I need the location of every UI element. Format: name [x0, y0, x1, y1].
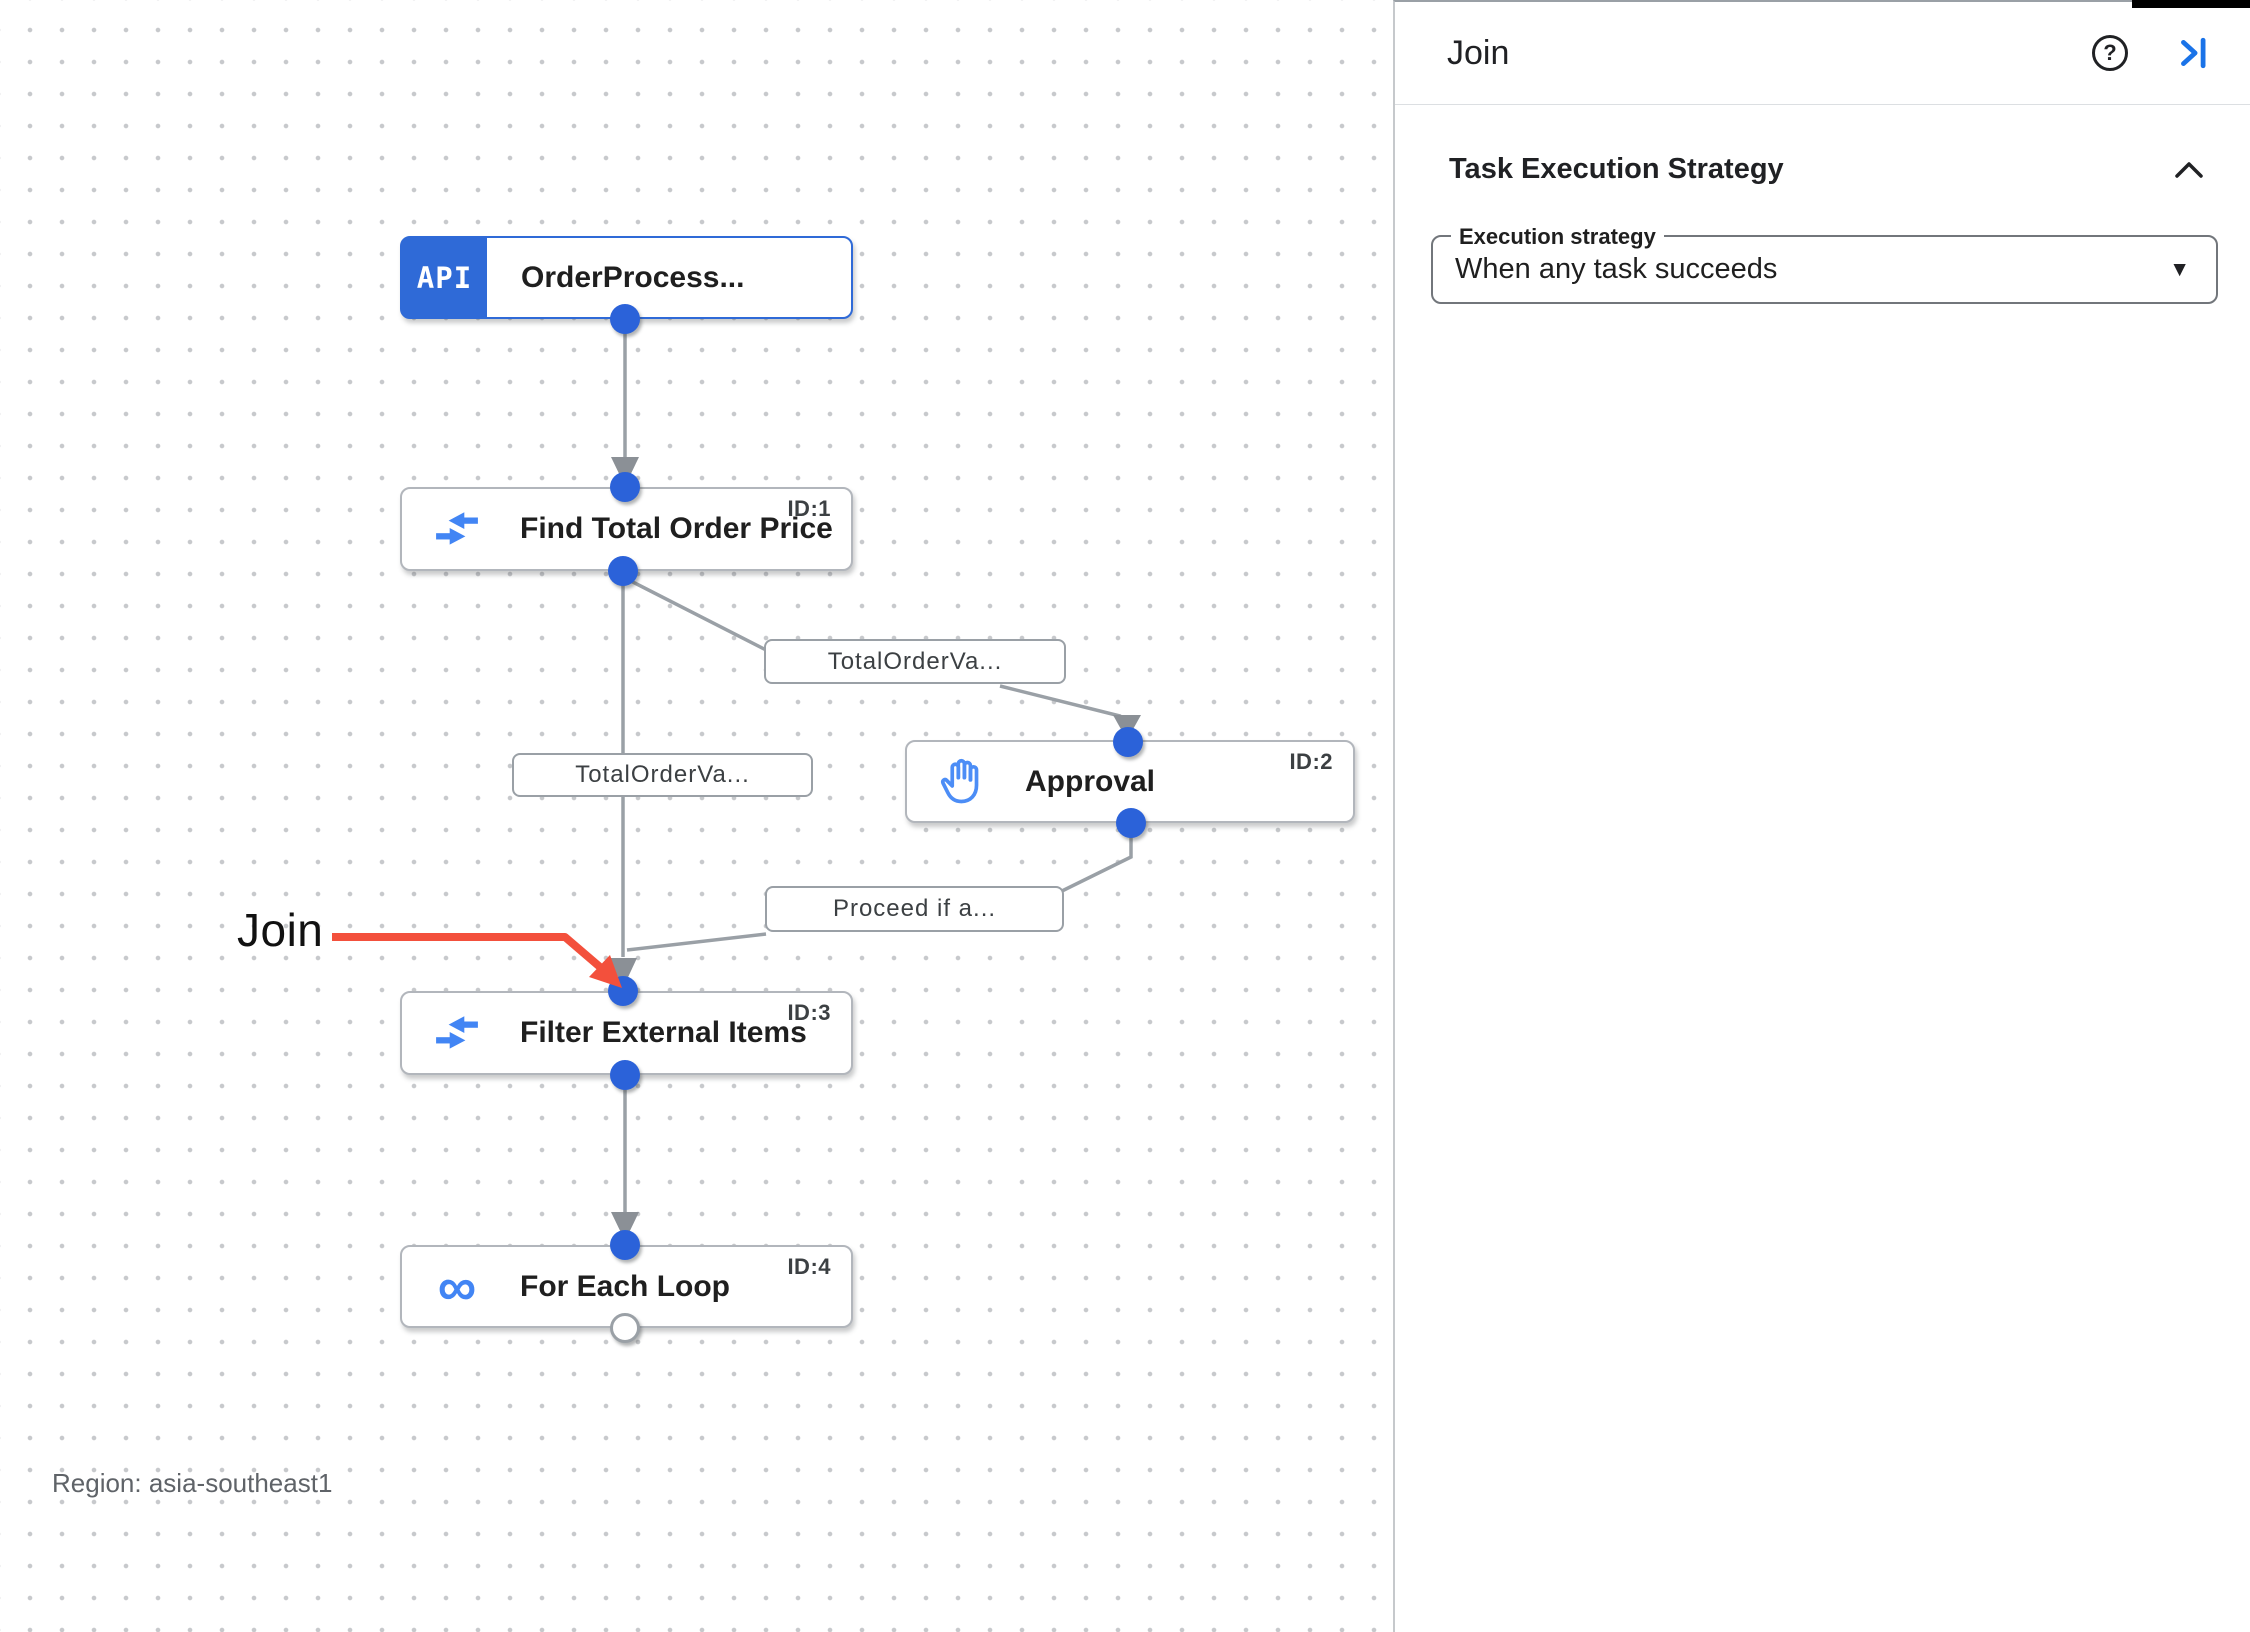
port-filter-out[interactable]: [610, 1060, 640, 1090]
node-title: Approval: [1025, 764, 1156, 798]
node-title: For Each Loop: [520, 1269, 730, 1303]
edge-find-to-label1: [622, 575, 771, 654]
dropdown-arrow-icon: ▼: [2169, 257, 2190, 281]
region-label: Region: asia-southeast1: [52, 1468, 333, 1498]
port-find-in[interactable]: [610, 472, 640, 502]
task-execution-strategy-section-header[interactable]: Task Execution Strategy: [1395, 105, 2250, 186]
join-config-panel: Join ? Task Execution Strategy Execution…: [1393, 0, 2250, 1632]
edge-label-text: TotalOrderVa...: [575, 761, 750, 788]
data-mapping-icon: [430, 1006, 484, 1060]
node-id-badge: ID:4: [787, 1254, 831, 1279]
edge-label-total-order-value-2[interactable]: TotalOrderVa...: [512, 753, 813, 797]
node-id-badge: ID:2: [1289, 749, 1333, 774]
port-approval-in[interactable]: [1113, 727, 1143, 757]
port-filter-in[interactable]: [608, 976, 638, 1006]
panel-title: Join: [1447, 33, 1510, 72]
port-foreach-out[interactable]: [610, 1313, 640, 1343]
edge-label-text: TotalOrderVa...: [827, 647, 1003, 675]
workflow-canvas[interactable]: TotalOrderVa... TotalOrderVa... Proceed …: [0, 0, 1395, 1632]
edge-label-proceed-if[interactable]: Proceed if a...: [765, 886, 1064, 932]
edge-label-text: Proceed if a...: [832, 895, 997, 922]
loop-icon: ∞: [437, 1256, 477, 1317]
join-annotation-label: Join: [237, 904, 324, 956]
edge-label-total-order-value-1[interactable]: TotalOrderVa...: [764, 639, 1066, 684]
execution-strategy-value: When any task succeeds: [1455, 253, 1778, 285]
node-title: Filter External Items: [520, 1016, 807, 1049]
edge-label1-to-approval: [999, 684, 1129, 724]
section-title: Task Execution Strategy: [1449, 153, 1784, 185]
port-trigger-out[interactable]: [610, 304, 640, 334]
port-foreach-in[interactable]: [610, 1230, 640, 1260]
node-title: Find Total Order Price: [520, 512, 833, 545]
chevron-up-icon[interactable]: [2174, 161, 2204, 179]
data-mapping-icon: [430, 502, 484, 556]
node-id-badge: ID:3: [787, 1000, 831, 1025]
window-artifact-bar: [2132, 0, 2250, 8]
collapse-panel-icon[interactable]: [2176, 36, 2210, 70]
node-title: OrderProcess...: [521, 260, 745, 294]
help-icon[interactable]: ?: [2092, 35, 2128, 71]
edge-label3-to-join: [626, 932, 767, 952]
execution-strategy-label: Execution strategy: [1451, 224, 1664, 250]
api-trigger-icon: API: [402, 238, 487, 317]
port-find-out[interactable]: [608, 556, 638, 586]
panel-header: Join ?: [1395, 2, 2250, 105]
execution-strategy-select[interactable]: Execution strategy When any task succeed…: [1431, 224, 2218, 304]
port-approval-out[interactable]: [1116, 808, 1146, 838]
approval-hand-icon: [935, 755, 989, 809]
node-id-badge: ID:1: [787, 496, 831, 521]
